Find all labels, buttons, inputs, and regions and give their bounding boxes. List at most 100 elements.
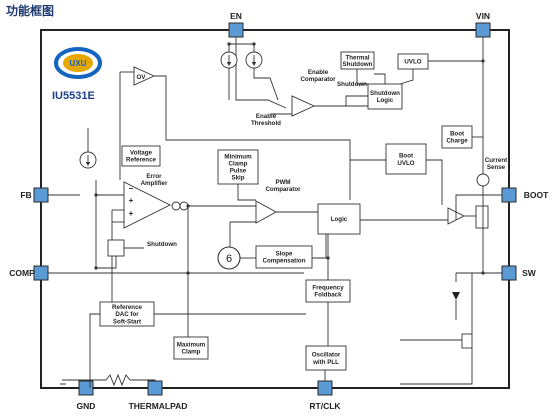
enable-comparator-label: Enable — [308, 69, 329, 76]
reference-dac-block-label: Soft-Start — [113, 318, 141, 325]
rtclk-pin — [317, 380, 333, 396]
error-amplifier-label: Amplifier — [141, 180, 168, 187]
wire-ls-s — [400, 348, 473, 385]
ea-plus: + — [129, 196, 134, 205]
gnd-pin — [78, 380, 94, 396]
wire-therm — [356, 69, 368, 85]
shutdown-logic-block-label: Shutdown — [370, 90, 400, 97]
comp-pin-label: COMP — [9, 268, 35, 278]
gnd-resistor — [105, 373, 131, 387]
minimum-clamp-block-label: Pulse — [230, 168, 247, 175]
wire-dac-gnd — [89, 313, 100, 388]
enable-threshold-label: Threshold — [251, 120, 281, 127]
logo: UXU — [54, 47, 102, 79]
junction-dot — [94, 193, 98, 197]
junction-dot — [227, 42, 231, 46]
thermal-shutdown-block-label: Thermal — [345, 54, 369, 61]
junction-dot — [481, 59, 485, 63]
arrow-head — [226, 62, 232, 66]
ea-out-ring-1 — [171, 201, 181, 211]
boot-uvlo-block — [385, 143, 427, 175]
wire-minclamp — [237, 184, 256, 201]
arrow-head — [85, 162, 91, 166]
wire-boot — [455, 194, 502, 220]
chip-name: IU5531E — [52, 90, 95, 102]
error-amplifier-label: Error — [146, 173, 162, 180]
logo-ring — [54, 47, 102, 79]
minimum-clamp-block-label: Clamp — [229, 161, 248, 168]
wire-sd-drain — [96, 256, 117, 269]
fb-pin — [33, 187, 49, 203]
chip-outline — [40, 29, 510, 389]
oscillator-block — [305, 345, 347, 371]
vin-pin-label: VIN — [476, 11, 490, 21]
high-side-fet — [475, 205, 489, 229]
ov-comparator — [133, 66, 156, 86]
uvlo-block-label: UVLO — [404, 59, 421, 66]
voltage-reference-block-label: Reference — [126, 157, 156, 164]
frequency-foldback-block-label: Foldback — [314, 292, 342, 299]
voltage-reference-block-label: Voltage — [130, 150, 152, 157]
wire-tp — [130, 379, 156, 381]
thermal-shutdown-block-label: Shutdown — [343, 61, 373, 68]
slope-compensation-block-label: Slope — [276, 251, 293, 258]
ea-plus2: + — [129, 209, 134, 218]
boot-charge-block-label: Boot — [450, 131, 464, 138]
shutdown-fet — [107, 239, 125, 257]
fb-pin-label: FB — [20, 190, 31, 200]
thermalpad-pin — [147, 380, 163, 396]
wire-en — [235, 37, 287, 109]
error-amplifier — [123, 181, 172, 229]
comp-pin — [33, 265, 49, 281]
oscillator-block-label: with PLL — [312, 359, 339, 366]
minimum-clamp-block-label: Skip — [231, 175, 244, 182]
pwm-comparator-label: PWM — [275, 179, 290, 186]
vin-pin — [475, 22, 491, 38]
junction-dot — [326, 256, 330, 260]
reference-dac-block-label: Reference — [112, 304, 142, 311]
reference-dac-block-label: DAC for — [115, 311, 139, 318]
maximum-clamp-block-label: Clamp — [182, 349, 201, 356]
enable-threshold-label: Enable — [256, 113, 277, 120]
slope-compensation-block-label: Compensation — [263, 258, 306, 265]
enable-comparator-label: Comparator — [300, 76, 336, 83]
wire-sl-left — [345, 95, 368, 106]
boot-pin-label: BOOT — [524, 190, 549, 200]
pwm-comparator — [255, 200, 277, 224]
wire-bootuvlo-out — [426, 159, 443, 205]
oscillator-block-label: Oscillator — [312, 352, 341, 359]
shutdown-line-label: Shutdown — [337, 81, 367, 88]
thermalpad-pin-label: THERMALPAD — [129, 401, 188, 411]
boot-pin — [501, 187, 517, 203]
junction-dot — [252, 42, 256, 46]
reference-dac-block — [99, 301, 155, 327]
logo-text: UXU — [70, 59, 87, 68]
thermal-shutdown-block — [340, 51, 375, 70]
wire-cs-en-top — [228, 43, 255, 52]
boot-uvlo-block-label: Boot — [399, 153, 413, 160]
sw-pin-label: SW — [522, 268, 537, 278]
boot-uvlo-block-label: UVLO — [397, 160, 414, 167]
diode — [452, 292, 460, 300]
en-pin-label: EN — [230, 11, 242, 21]
en-pin — [228, 22, 244, 38]
minimum-clamp-block — [217, 149, 259, 185]
slope-compensation-block — [255, 245, 313, 269]
current-sense-label: Current — [485, 157, 507, 164]
low-side-fet — [461, 333, 473, 349]
junction-dot — [186, 204, 190, 208]
junction-dot — [94, 266, 98, 270]
current-sense-label: Sense — [487, 164, 506, 171]
wire-uvlo — [399, 69, 414, 85]
maximum-clamp-block-label: Maximum — [177, 342, 206, 349]
voltage-reference-block — [121, 145, 161, 167]
logic-block-label: Logic — [331, 216, 348, 223]
frequency-foldback-block-label: Frequency — [312, 285, 344, 292]
minimum-clamp-block-label: Minimum — [224, 154, 252, 161]
logo-center — [63, 54, 93, 72]
enable-comparator — [291, 95, 316, 117]
node-6-label: 6 — [226, 253, 232, 265]
shutdown-logic-block-label: Logic — [377, 97, 394, 104]
shutdown-fet-label: Shutdown — [147, 241, 177, 248]
ov-label: OV — [137, 74, 147, 81]
